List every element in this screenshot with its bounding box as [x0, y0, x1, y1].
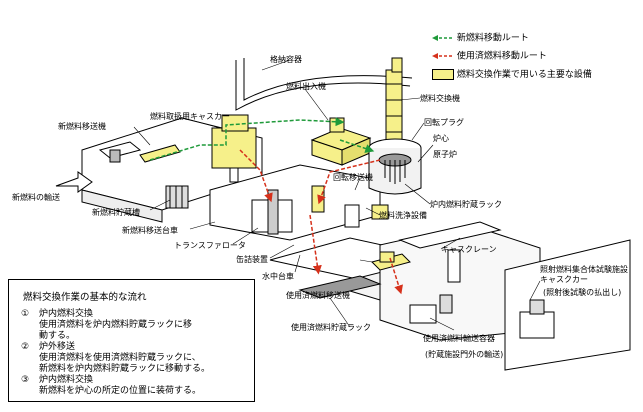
label-new-fuel-storage: 新燃料貯蔵槽 — [92, 208, 140, 217]
spent-fuel-container — [409, 294, 453, 324]
workflow-box: 燃料交換作業の基本的な流れ ① 炉内燃料交換 使用済燃料を炉内燃料貯蔵ラックに移… — [8, 279, 255, 402]
step-2-line-1: 使用済燃料を使用済燃料貯蔵ラックに、 — [39, 353, 201, 363]
transfer-rotor — [251, 189, 293, 235]
label-spent-container: 使用済燃料輸送容器 — [423, 334, 495, 343]
test-facility-cask-car — [519, 299, 555, 339]
yellow-swatch-icon — [432, 69, 454, 80]
label-cask-car: 燃料取扱用キャスカー — [150, 112, 230, 121]
new-fuel-input-arrow — [55, 171, 93, 193]
new-fuel-storage-rack — [165, 185, 189, 209]
label-spent-rack: 使用済燃料貯蔵ラック — [291, 323, 371, 332]
label-spent-transfer-machine: 使用済燃料移送機 — [286, 291, 350, 300]
label-facility: 照射燃料集合体試験施設 — [540, 265, 628, 274]
spent-fuel-route — [239, 149, 403, 295]
red-arrow-icon — [432, 53, 452, 59]
new-fuel-route — [149, 117, 375, 161]
reactor-vessel — [368, 138, 422, 195]
legend-new-route: 新燃料移動ルート — [432, 33, 529, 45]
label-core: 炉心 — [433, 134, 449, 143]
step-2-head: 炉外移送 — [39, 342, 76, 352]
label-in-vessel-rack: 炉内燃料貯蔵ラック — [430, 200, 502, 209]
label-cask-crane: キャスクレーン — [441, 245, 497, 254]
legend-spent-route: 使用済燃料移動ルート — [432, 51, 547, 63]
leader-lines — [133, 59, 541, 331]
label-container-note: (貯蔵施設門外の輸送) — [425, 350, 504, 359]
step-3-head: 炉内燃料交換 — [39, 375, 94, 385]
spent-fuel-transfer-machine — [371, 251, 411, 271]
label-new-fuel-cart: 新燃料移送台車 — [122, 226, 178, 235]
step-2-num: ② — [21, 342, 30, 352]
step-1-line-1: 使用済燃料を炉内燃料貯蔵ラックに移 — [39, 320, 193, 330]
legend-equipment-label: 燃料交換作業で用いる主要な設備 — [456, 70, 592, 80]
new-fuel-transfer-machine — [98, 141, 181, 163]
label-rotating-plug: 回転プラグ — [424, 118, 464, 127]
label-fuel-washing: 燃料洗浄設備 — [379, 211, 427, 220]
label-fuel-handling-machine: 燃料交換機 — [420, 94, 460, 103]
legend-equipment: 燃料交換作業で用いる主要な設備 — [432, 69, 592, 81]
step-3-num: ③ — [21, 375, 30, 385]
workflow-title: 燃料交換作業の基本的な流れ — [23, 292, 147, 303]
legend-new-route-label: 新燃料移動ルート — [456, 33, 529, 44]
green-arrow-icon — [432, 35, 452, 41]
label-rotary-transfer: 回転移送機 — [333, 173, 373, 182]
label-storage-container: 格納容器 — [270, 55, 302, 64]
label-reactor: 原子炉 — [433, 150, 457, 159]
step-2-line-2: 新燃料を炉内燃料貯蔵ラックに移動する。 — [39, 364, 211, 374]
label-inspection: 缶詰装置 — [236, 255, 268, 264]
label-facility-2: キャスクカー — [540, 275, 588, 284]
label-new-fuel-delivery: 新燃料の輸送 — [12, 193, 60, 202]
fuel-handling-machine — [385, 57, 403, 151]
label-underwater-cart: 水中台車 — [262, 272, 294, 281]
legend-spent-route-label: 使用済燃料移動ルート — [456, 51, 547, 62]
step-1-num: ① — [21, 309, 30, 319]
label-facility-note: (照射後試験の払出し) — [543, 288, 622, 297]
cask-crane — [398, 221, 502, 283]
containment-vessel — [235, 58, 413, 111]
label-transfer-rotor: トランスファロータ — [174, 241, 246, 250]
step-1-line-2: 動する。 — [39, 331, 76, 341]
step-1-head: 炉内燃料交換 — [39, 309, 94, 319]
spent-fuel-storage-rack — [298, 275, 382, 299]
label-new-fuel-transfer-machine: 新燃料移送機 — [58, 122, 106, 131]
label-fuel-hatch: 燃料出入機 — [286, 82, 326, 91]
step-3-line-1: 新燃料を炉心の所定の位置に装荷する。 — [39, 386, 202, 396]
fuel-hatch-machine — [310, 117, 372, 166]
